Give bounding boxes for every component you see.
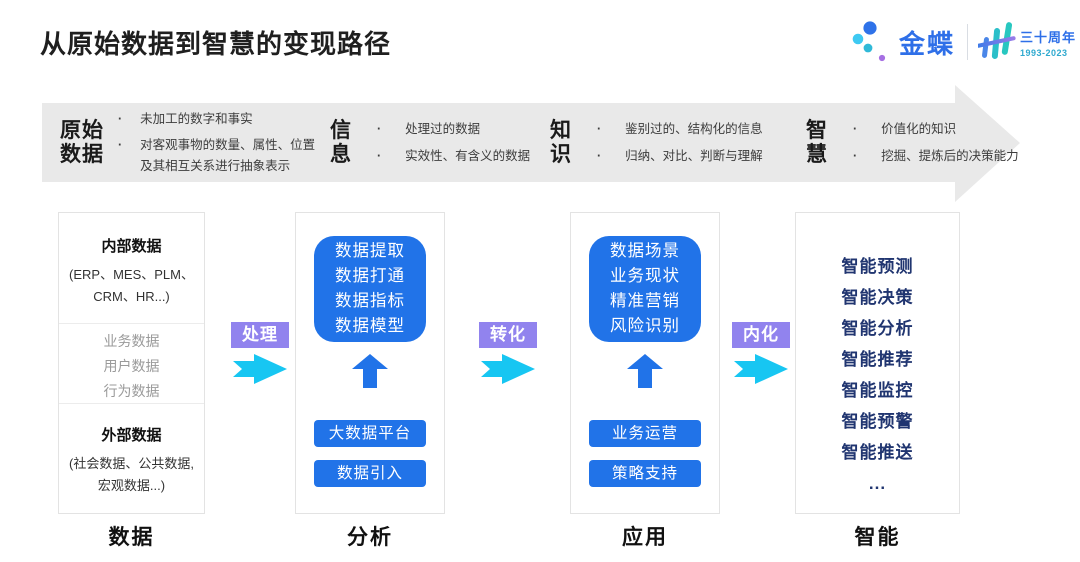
analysis-column-box: 数据提取 数据打通 数据指标 数据模型 大数据平台 数据引入 [295,212,445,514]
card-line: 数据模型 [335,317,405,335]
bullet-icon: · [118,138,123,153]
section-title: 外部数据 [101,427,162,444]
intelligence-item: 智能分析 [841,319,914,338]
stage-points: · 鉴别过的、结构化的信息 · 归纳、对比、判断与理解 [597,119,763,166]
right-arrow-icon [481,354,535,384]
data-type-item: 业务数据 [103,333,160,349]
stage-point: · 挖掘、提炼后的决策能力 [853,146,1019,167]
column-footer-intelligence: 智能 [854,526,901,549]
stage-point: · 未加工的数字和事实 [118,109,318,130]
intelligence-item: 智能推送 [841,443,914,462]
card-line: 风险识别 [610,317,680,335]
data-type-item: 行为数据 [103,383,160,399]
section-subtitle: (社会数据、公共数据, 宏观数据...) [69,456,194,493]
point-text: 对客观事物的数量、属性、位置及其相互关系进行抽象表示 [140,138,316,173]
bullet-icon: · [597,148,602,163]
column-footer-data: 数据 [108,526,155,549]
logo-divider [967,24,969,60]
stage-label: 信息 [330,118,352,166]
kingdee-logo: 金蝶 三十周年 1993-2023 [849,18,1076,66]
stage-point: · 实效性、有含义的数据 [377,146,530,167]
banner-stage-knowledge: 知识 · 鉴别过的、结构化的信息 · 归纳、对比、判断与理解 [550,103,763,182]
strategy-support-button: 策略支持 [589,460,701,487]
flow-internalize: 内化 [731,322,791,384]
stage-points: · 价值化的知识 · 挖掘、提炼后的决策能力 [853,119,1019,166]
stage-label: 智慧 [806,118,828,166]
flow-transform: 转化 [478,322,538,384]
point-text: 挖掘、提炼后的决策能力 [881,148,1019,163]
column-footer-analysis: 分析 [347,526,393,549]
page-title: 从原始数据到智慧的变现路径 [40,29,392,59]
stage-label: 原始数据 [60,118,104,166]
point-text: 归纳、对比、判断与理解 [625,148,763,163]
stage-point: · 鉴别过的、结构化的信息 [597,119,763,140]
column-footer-application: 应用 [622,526,668,549]
middle-data-section: 业务数据 用户数据 行为数据 [59,323,204,403]
flow-process: 处理 [230,322,290,384]
anniversary-years: 1993-2023 [1020,47,1068,58]
stage-label: 知识 [550,118,572,166]
bullet-icon: · [853,121,858,136]
application-card: 数据场景 业务现状 精准营销 风险识别 [589,236,701,342]
kingdee-dots-icon [852,21,886,62]
card-line: 业务现状 [610,267,680,285]
section-title: 内部数据 [101,238,162,255]
anniversary-text: 三十周年 1993-2023 [1020,27,1076,58]
bullet-icon: · [377,148,382,163]
section-subtitle: (ERP、MES、PLM、CRM、HR...) [69,267,194,304]
bullet-icon: · [597,121,602,136]
right-arrow-icon [734,354,788,384]
data-column-box: 内部数据 (ERP、MES、PLM、CRM、HR...) 业务数据 用户数据 行… [58,212,205,514]
up-arrow-icon [627,354,663,388]
right-arrow-icon [233,354,287,384]
anniversary-title: 三十周年 [1020,29,1077,45]
banner-stage-information: 信息 · 处理过的数据 · 实效性、有含义的数据 [330,103,530,182]
bullet-icon: · [853,148,858,163]
stage-points: · 未加工的数字和事实 · 对客观事物的数量、属性、位置及其相互关系进行抽象表示 [118,109,318,177]
point-text: 实效性、有含义的数据 [405,148,531,163]
data-type-item: 用户数据 [103,358,160,374]
stage-point: · 归纳、对比、判断与理解 [597,146,763,167]
card-line: 精准营销 [610,292,680,310]
banner-stage-raw-data: 原始数据 · 未加工的数字和事实 · 对客观事物的数量、属性、位置及其相互关系进… [60,103,318,182]
intelligence-list: 智能预测 智能决策 智能分析 智能推荐 智能监控 智能预警 智能推送 ... [796,213,959,499]
card-line: 数据场景 [610,242,680,260]
intelligence-item: 智能推荐 [841,350,914,369]
intelligence-item: 智能决策 [841,288,914,307]
intelligence-item: 智能监控 [841,381,914,400]
analysis-card: 数据提取 数据打通 数据指标 数据模型 [314,236,426,342]
anniversary-mark-icon [978,22,1016,59]
banner-arrow-shape [42,85,1020,202]
external-data-section: 外部数据 (社会数据、公共数据, 宏观数据...) [59,403,204,497]
banner-stage-wisdom: 智慧 · 价值化的知识 · 挖掘、提炼后的决策能力 [806,103,1019,182]
stage-point: · 对客观事物的数量、属性、位置及其相互关系进行抽象表示 [118,135,318,176]
application-column-box: 数据场景 业务现状 精准营销 风险识别 业务运营 策略支持 [570,212,720,514]
stage-points: · 处理过的数据 · 实效性、有含义的数据 [377,119,530,166]
card-line: 数据指标 [335,292,405,310]
point-text: 鉴别过的、结构化的信息 [625,121,763,136]
intelligence-column-box: 智能预测 智能决策 智能分析 智能推荐 智能监控 智能预警 智能推送 ... [795,212,960,514]
point-text: 处理过的数据 [405,121,481,136]
flow-label-transform: 转化 [479,322,537,348]
stage-point: · 价值化的知识 [853,119,1019,140]
intelligence-item: 智能预警 [841,412,914,431]
internal-data-section: 内部数据 (ERP、MES、PLM、CRM、HR...) [59,213,204,323]
point-text: 价值化的知识 [881,121,957,136]
intelligence-item: 智能预测 [841,257,914,276]
flow-label-process: 处理 [231,322,289,348]
bullet-icon: · [377,121,382,136]
up-arrow-icon [352,354,388,388]
business-operation-button: 业务运营 [589,420,701,447]
card-line: 数据提取 [335,242,405,260]
flow-label-internalize: 内化 [732,322,790,348]
bullet-icon: · [118,111,123,126]
data-import-button: 数据引入 [314,460,426,487]
brand-name: 金蝶 [899,28,956,59]
card-line: 数据打通 [335,267,405,285]
stage-point: · 处理过的数据 [377,119,530,140]
point-text: 未加工的数字和事实 [140,111,253,126]
big-data-platform-button: 大数据平台 [314,420,426,447]
intelligence-item-ellipsis: ... [868,474,887,493]
